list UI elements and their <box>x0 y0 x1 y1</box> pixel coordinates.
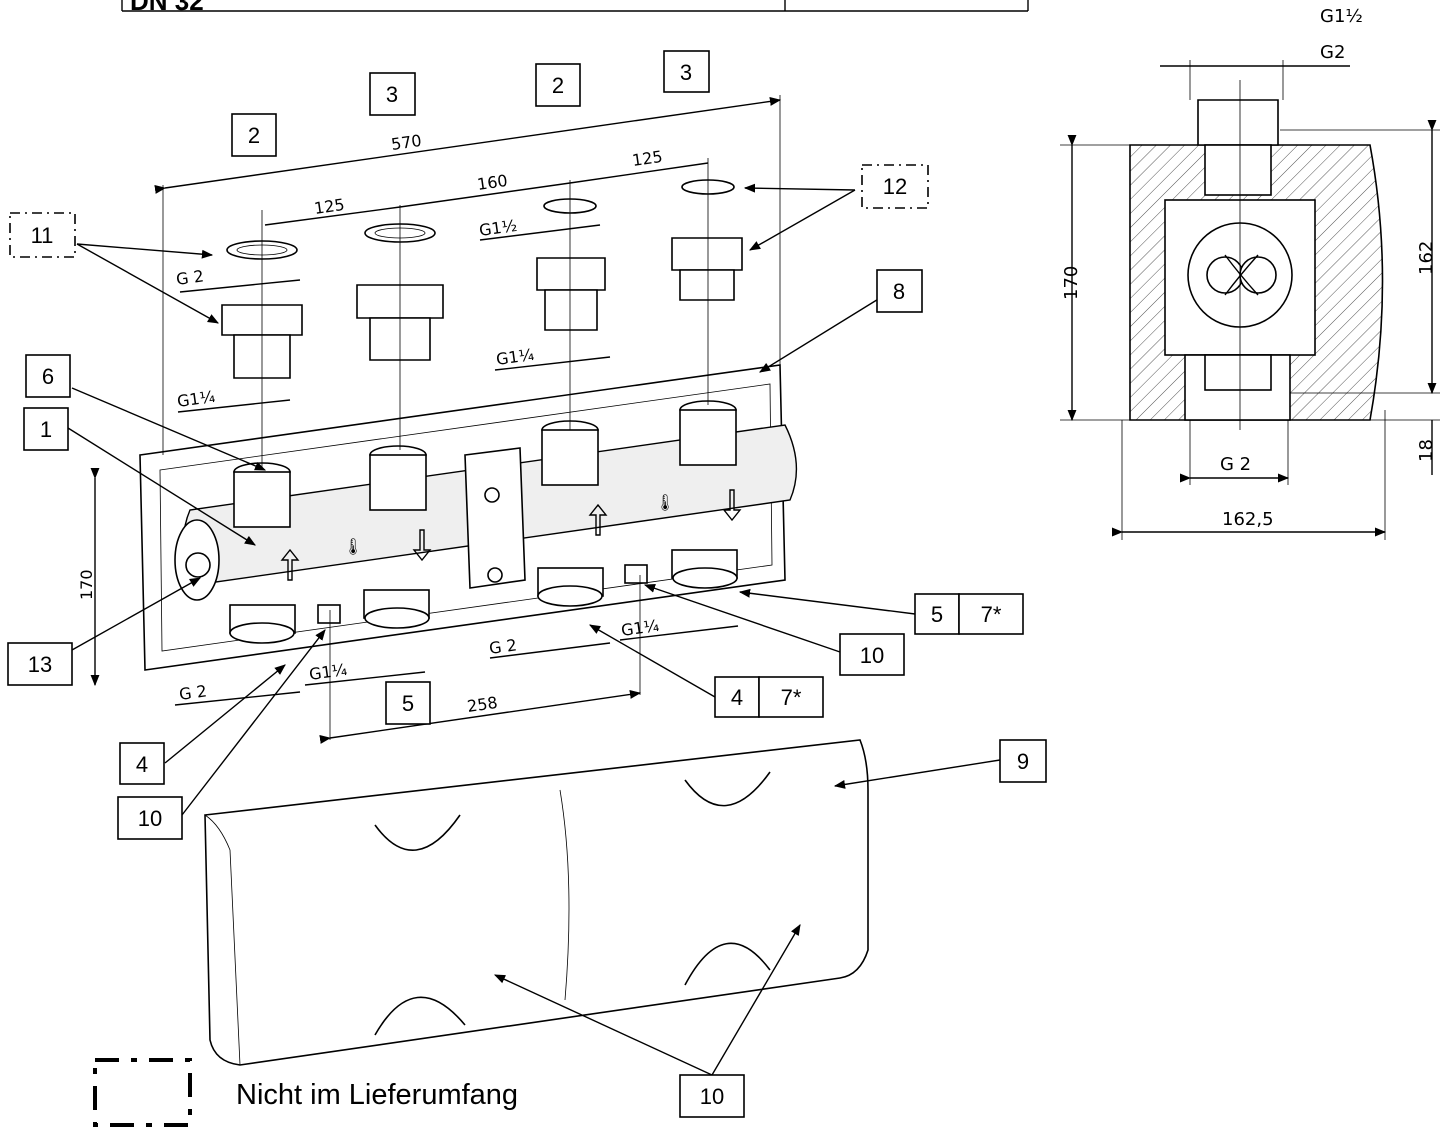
callout-7-right: 7* <box>958 593 1024 635</box>
dim-125-left: 125 <box>313 195 346 218</box>
dim-g2-bottom-right: G 2 <box>488 635 518 658</box>
fittings <box>221 179 743 379</box>
fitting-4 <box>671 237 743 271</box>
side-dim-1625: 162,5 <box>1222 509 1274 530</box>
callout-10-bottom: 10 <box>679 1074 745 1118</box>
svg-text:2: 2 <box>552 73 564 98</box>
header-table <box>121 0 1029 12</box>
centre-lines <box>162 95 781 470</box>
svg-text:6: 6 <box>42 364 54 389</box>
callout-1: 1 <box>23 407 69 451</box>
bottom-ports <box>229 549 738 644</box>
svg-text:2: 2 <box>248 123 260 148</box>
callout-8: 8 <box>876 269 923 313</box>
callout-3-right: 3 <box>663 50 710 93</box>
dim-570: 570 <box>390 131 423 154</box>
svg-text:10: 10 <box>860 643 884 668</box>
legend-label: Nicht im Lieferumfang <box>236 1079 519 1111</box>
flow-arrows: 🌡 🌡 <box>280 489 742 581</box>
svg-text:8: 8 <box>893 279 905 304</box>
dim-g2-bottom-left: G 2 <box>178 681 208 704</box>
callout-13: 13 <box>7 642 73 686</box>
callout-2-right: 2 <box>535 63 581 107</box>
callout-10-left: 10 <box>117 796 183 840</box>
dimension-lines <box>90 96 782 744</box>
callout-5-left: 5 <box>385 681 431 725</box>
callout-2-left: 2 <box>231 113 277 157</box>
dim-g114-mid: G1¼ <box>495 345 535 369</box>
svg-text:11: 11 <box>31 223 54 248</box>
dim-170-left: 170 <box>77 569 96 600</box>
pump-flange <box>464 447 526 589</box>
side-section-view: G1½ G2 170 162 18 G 2 162,5 <box>1060 6 1440 540</box>
side-dim-g2-bottom: G 2 <box>1220 454 1251 475</box>
svg-text:🌡: 🌡 <box>343 537 363 556</box>
dim-g2-top: G 2 <box>175 266 205 289</box>
leader-lines <box>67 183 1001 1076</box>
insulation-shell <box>204 739 869 1066</box>
svg-text:3: 3 <box>386 82 398 107</box>
svg-text:9: 9 <box>1017 749 1029 774</box>
top-ports <box>233 400 737 528</box>
callout-6: 6 <box>25 354 71 398</box>
distributor-assembly: 🌡 🌡 <box>139 364 798 671</box>
svg-text:3: 3 <box>680 60 692 85</box>
callout-12: 12 <box>861 164 929 209</box>
svg-text:7*: 7* <box>781 685 802 710</box>
fitting-3 <box>536 257 606 291</box>
legend-dashed-box-icon <box>93 1058 192 1127</box>
dim-160: 160 <box>476 171 509 194</box>
svg-text:10: 10 <box>138 806 162 831</box>
callout-4-right: 4 <box>714 676 760 718</box>
dim-g114-left: G1¼ <box>176 387 216 411</box>
side-dim-g2-top: G2 <box>1320 42 1345 63</box>
callout-9: 9 <box>999 739 1047 783</box>
callout-4-left: 4 <box>119 742 165 785</box>
side-dim-g112: G1½ <box>1320 6 1363 27</box>
callouts: 2 3 2 3 11 12 8 6 1 13 5 7* 10 4 7* 5 4 … <box>7 50 1047 1118</box>
side-dim-170: 170 <box>1061 266 1082 300</box>
svg-text:7*: 7* <box>981 602 1002 627</box>
callout-10-right: 10 <box>839 633 905 676</box>
dim-125-right: 125 <box>631 147 664 170</box>
svg-text:4: 4 <box>136 752 148 777</box>
svg-text:4: 4 <box>731 685 743 710</box>
svg-text:🌡: 🌡 <box>655 493 675 512</box>
side-dim-162: 162 <box>1416 241 1437 275</box>
svg-text:5: 5 <box>402 691 414 716</box>
svg-text:13: 13 <box>28 652 52 677</box>
callout-7-lower: 7* <box>758 676 824 718</box>
svg-text:5: 5 <box>931 602 943 627</box>
callout-11: 11 <box>9 212 76 258</box>
dim-258: 258 <box>466 693 499 716</box>
side-dim-18: 18 <box>1416 439 1437 462</box>
dimension-labels: 570 125 160 125 G 2 G1½ G1¼ G1¼ 170 G 2 … <box>77 131 664 716</box>
callout-3-left: 3 <box>369 72 416 116</box>
header-title-fragment: DN 32 <box>130 0 204 16</box>
svg-text:12: 12 <box>883 174 907 199</box>
svg-text:1: 1 <box>40 417 52 442</box>
callout-5-right: 5 <box>914 593 960 635</box>
svg-text:10: 10 <box>700 1084 724 1109</box>
